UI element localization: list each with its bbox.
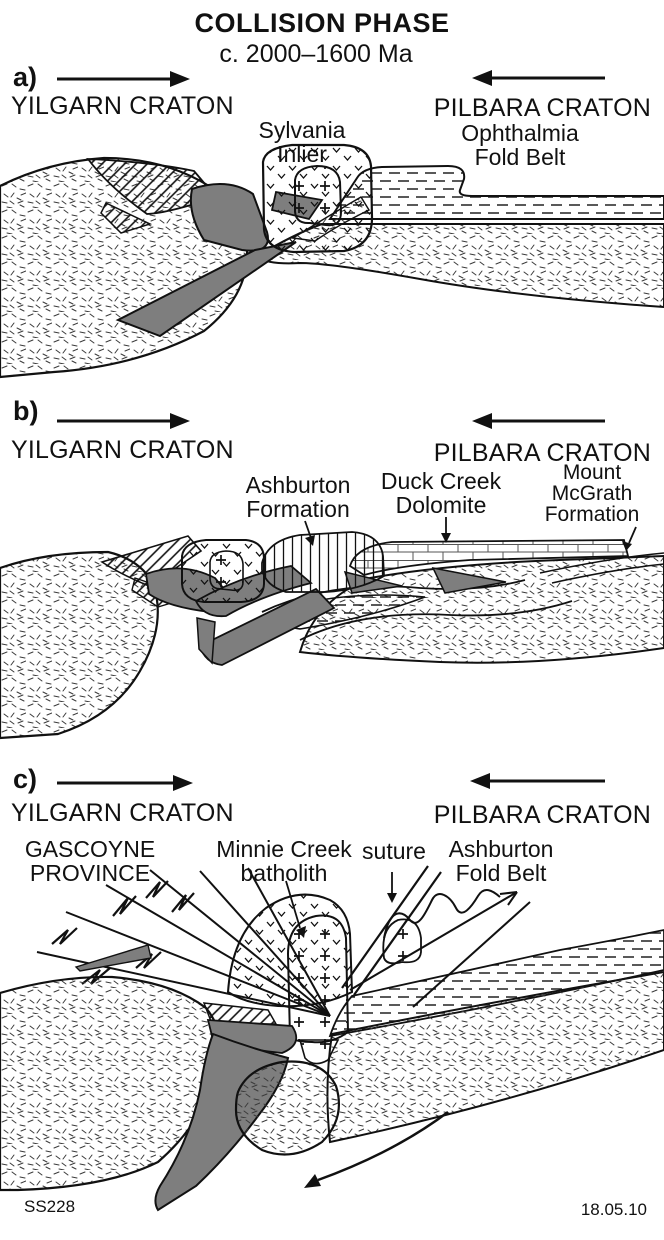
fold-line-2-b xyxy=(299,600,573,641)
sylvania-inlier-label: Sylvania Inlier xyxy=(259,118,346,166)
figure-code: SS228 xyxy=(24,1197,76,1216)
mount-mcgrath-label: Mount McGrath Formation xyxy=(545,462,640,525)
ashburton-formation-body-b xyxy=(261,531,385,593)
yilgarn-craton-label-a: YILGARN CRATON xyxy=(11,92,234,120)
panel-b-diagram xyxy=(0,413,664,740)
duck-creek-leader-icon-b xyxy=(441,517,451,543)
mafic-core-a xyxy=(189,183,269,252)
figure-title: COLLISION PHASE xyxy=(194,8,450,38)
duck-creek-dolomite-label: Duck Creek Dolomite xyxy=(381,469,501,517)
thrust-lines-c xyxy=(349,891,531,1008)
suture-lines-c xyxy=(341,865,442,996)
granite-core-b xyxy=(209,550,244,592)
minnie-creek-line2: batholith xyxy=(240,860,328,886)
minnie-creek-stock-c xyxy=(286,914,350,1044)
mcgrath-line2: McGrath xyxy=(551,482,633,505)
convergence-arrow-left-icon-a xyxy=(472,70,605,86)
mcgrath-line3: Formation xyxy=(544,503,640,526)
ophthalmia-line1: Ophthalmia xyxy=(461,120,579,146)
panel-a-diagram xyxy=(0,70,664,379)
duck-creek-line1: Duck Creek xyxy=(380,468,502,494)
duck-creek-line2: Dolomite xyxy=(395,492,487,518)
suture-line1: suture xyxy=(362,838,426,864)
fault-zigzag-icons-c xyxy=(51,880,195,985)
suture-label: suture xyxy=(362,839,426,863)
ophthalmia-line2: Fold Belt xyxy=(474,144,566,170)
ashburton-formation-leader-icon-b xyxy=(304,520,315,546)
gascoyne-line1: GASCOYNE xyxy=(24,836,156,862)
figure-date: 18.05.10 xyxy=(580,1200,647,1219)
mcgrath-line1: Mount xyxy=(562,461,622,484)
mcgrath-leader-icon-b xyxy=(622,526,637,551)
pilbara-sediments-a xyxy=(328,164,664,220)
ashburton-formation-line2: Formation xyxy=(246,496,350,522)
ashburton-formation-label: Ashburton Formation xyxy=(246,473,351,521)
yilgarn-craton-label-c: YILGARN CRATON xyxy=(11,799,234,827)
sylvania-inlier-line1: Sylvania xyxy=(258,117,346,143)
panel-b-label: b) xyxy=(13,396,39,426)
mcgrath-line-1-b xyxy=(539,552,664,574)
yilgarn-craton-label-b: YILGARN CRATON xyxy=(11,436,234,464)
pilbara-craton-label-a: PILBARA CRATON xyxy=(433,94,651,122)
mcgrath-line-2-b xyxy=(551,563,664,584)
figure-subtitle: c. 2000–1600 Ma xyxy=(219,40,413,68)
ashburton-fold-belt-line1: Ashburton xyxy=(448,836,554,862)
ashburton-fold-belt-label: Ashburton Fold Belt xyxy=(449,837,554,885)
panel-a-label: a) xyxy=(13,62,38,92)
ashburton-formation-line1: Ashburton xyxy=(245,472,351,498)
basement-lobe-c xyxy=(234,1060,340,1156)
convergence-arrow-left-icon-b xyxy=(472,413,605,429)
greenstone-sliver-a xyxy=(100,202,153,234)
suture-leader-icon-c xyxy=(387,872,397,903)
fold-squiggle-c xyxy=(383,889,501,939)
subduction-arrow-icon-c xyxy=(304,1111,449,1188)
convergence-arrow-right-icon-a xyxy=(57,71,190,87)
mafic-infold-2-b xyxy=(431,566,507,594)
greenstone-wedge-a xyxy=(86,158,218,215)
gascoyne-province-label: GASCOYNE PROVINCE xyxy=(25,837,155,885)
gascoyne-line2: PROVINCE xyxy=(29,860,151,886)
convergence-arrow-right-icon-c xyxy=(57,775,193,791)
convergence-arrow-right-icon-b xyxy=(57,413,190,429)
granite-core-a xyxy=(293,164,343,227)
ashburton-fold-belt-line2: Fold Belt xyxy=(455,860,547,886)
pilbara-craton-label-c: PILBARA CRATON xyxy=(433,801,651,829)
panel-c-label: c) xyxy=(13,764,38,794)
minnie-creek-neck-c xyxy=(298,1039,340,1065)
thrust-tongue-b xyxy=(196,617,216,665)
minnie-creek-leader-icon-c xyxy=(285,880,306,938)
minnie-creek-line1: Minnie Creek xyxy=(216,836,352,862)
mafic-sliver-c xyxy=(74,944,152,972)
minnie-creek-batholith-label: Minnie Creek batholith xyxy=(216,837,352,885)
convergence-arrow-left-icon-c xyxy=(470,773,605,789)
sylvania-inlier-line2: Inlier xyxy=(277,141,327,167)
pilbara-craton-label-b: PILBARA CRATON xyxy=(433,439,651,467)
ophthalmia-fold-belt-label: Ophthalmia Fold Belt xyxy=(461,121,579,169)
panel-c-diagram xyxy=(0,773,664,1212)
